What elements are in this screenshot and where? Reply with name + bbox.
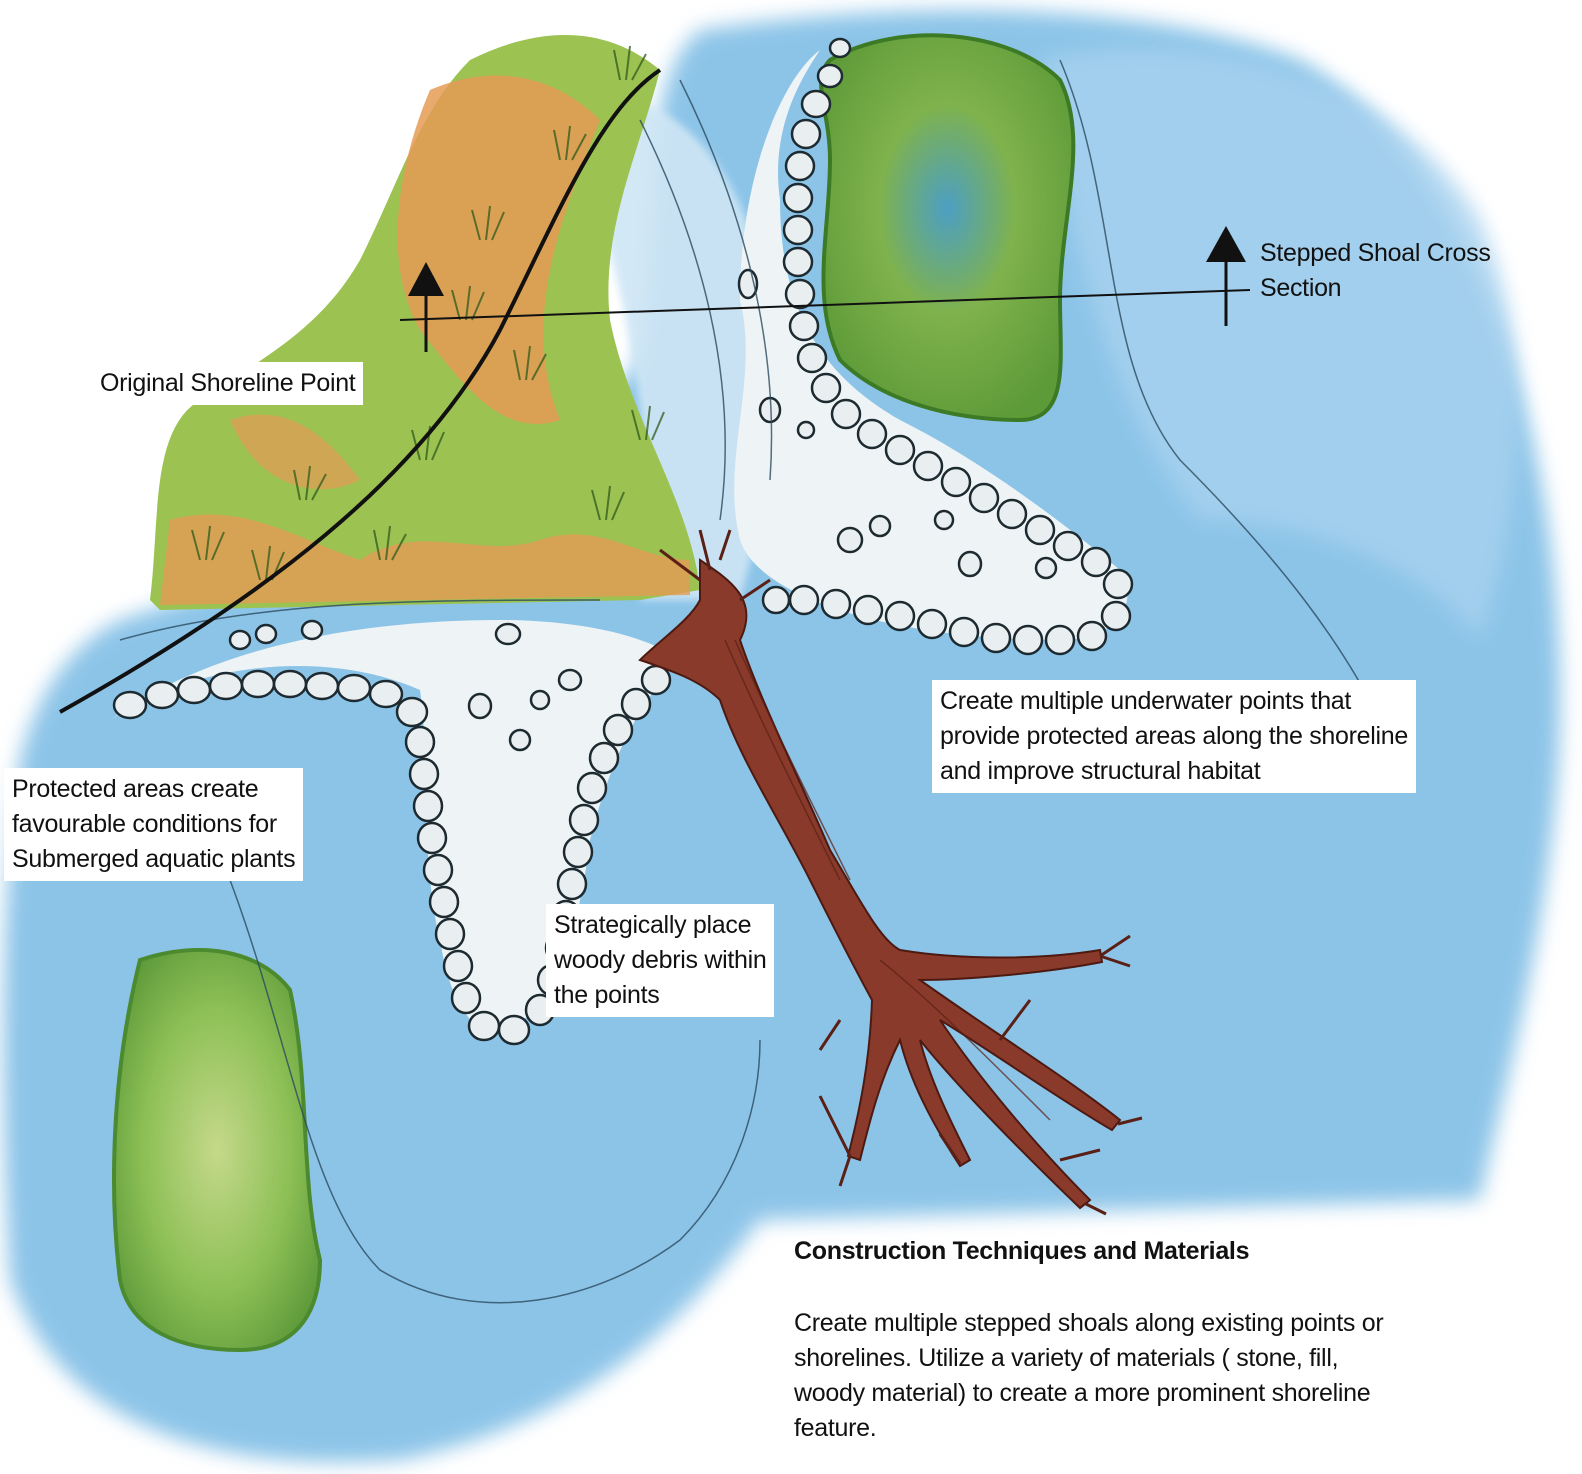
construction-body-line-4: feature.	[794, 1411, 1383, 1446]
cross-section-line-2: Section	[1260, 271, 1491, 306]
construction-body-line-1: Create multiple stepped shoals along exi…	[794, 1306, 1383, 1341]
underwater-points-line-2: provide protected areas along the shorel…	[940, 719, 1408, 754]
underwater-points-line-3: and improve structural habitat	[940, 754, 1408, 789]
woody-debris-line-1: Strategically place	[554, 908, 766, 943]
woody-debris-label: Strategically place woody debris within …	[546, 904, 774, 1017]
construction-body-line-2: shorelines. Utilize a variety of materia…	[794, 1341, 1383, 1376]
protected-areas-line-3: Submerged aquatic plants	[12, 842, 295, 877]
original-shoreline-text: Original Shoreline Point	[100, 366, 355, 401]
woody-debris-line-2: woody debris within	[554, 943, 766, 978]
construction-heading: Construction Techniques and Materials	[794, 1234, 1249, 1269]
vegetated-shoal-lower-left	[114, 950, 320, 1350]
original-shoreline-label: Original Shoreline Point	[92, 362, 363, 405]
protected-areas-line-2: favourable conditions for	[12, 807, 295, 842]
underwater-points-label: Create multiple underwater points that p…	[932, 680, 1416, 793]
underwater-points-line-1: Create multiple underwater points that	[940, 684, 1408, 719]
construction-body-line-3: woody material) to create a more promine…	[794, 1376, 1383, 1411]
construction-body: Create multiple stepped shoals along exi…	[794, 1306, 1383, 1446]
woody-debris-line-3: the points	[554, 978, 766, 1013]
cross-section-label: Stepped Shoal Cross Section	[1260, 236, 1491, 306]
protected-areas-label: Protected areas create favourable condit…	[4, 768, 303, 881]
protected-areas-line-1: Protected areas create	[12, 772, 295, 807]
cross-section-line-1: Stepped Shoal Cross	[1260, 236, 1491, 271]
vegetated-shoal-upper-right	[821, 35, 1073, 420]
construction-heading-text: Construction Techniques and Materials	[794, 1234, 1249, 1269]
